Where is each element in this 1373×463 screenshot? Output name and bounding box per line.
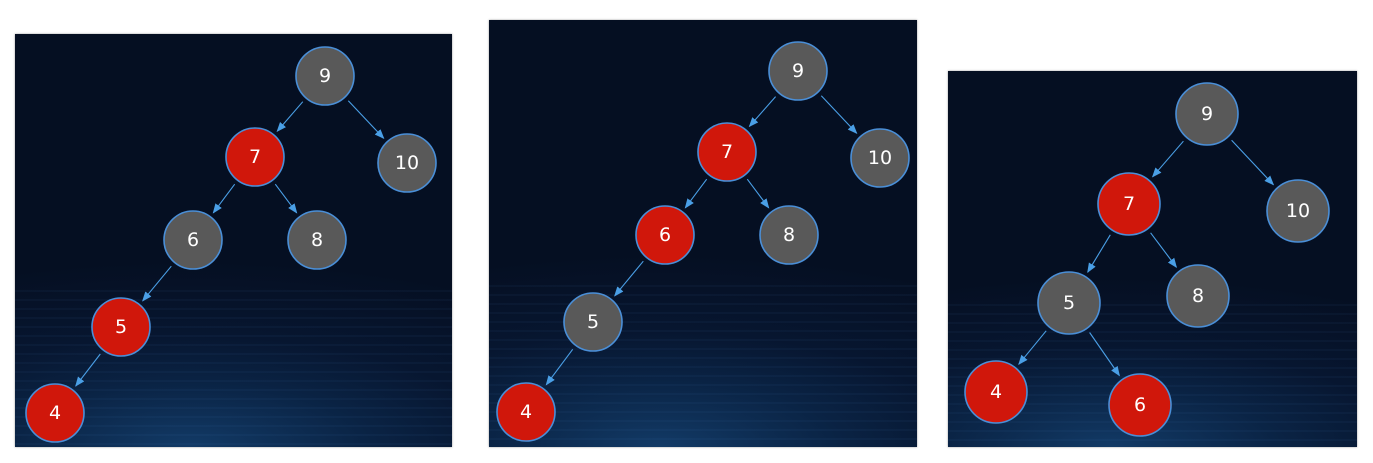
tree-node-10: 10	[850, 128, 910, 188]
tree-node-10: 10	[377, 133, 437, 193]
black-node-circle	[1037, 271, 1101, 335]
tree-node-6: 6	[635, 205, 695, 265]
node-label: 6	[1134, 394, 1146, 416]
node-label: 4	[49, 402, 61, 424]
tree-node-5: 5	[563, 292, 623, 352]
tree-node-4: 4	[496, 382, 556, 442]
edge-9-to-10	[820, 95, 858, 135]
black-node-circle	[1175, 82, 1239, 146]
tree-node-6: 6	[1108, 373, 1172, 437]
tree-node-7: 7	[225, 127, 285, 187]
node-label: 6	[187, 229, 199, 251]
node-label: 7	[249, 146, 261, 168]
tree-node-7: 7	[697, 122, 757, 182]
edge-5-to-4	[75, 353, 101, 387]
edge-6-to-5	[142, 265, 172, 302]
tree-node-9: 9	[295, 46, 355, 106]
edge-7-to-6	[684, 178, 708, 209]
tree-diagram-1: 9 7 10 6 8 5 4	[25, 46, 437, 443]
red-node-circle	[1097, 172, 1161, 236]
edge-5-to-4	[545, 348, 574, 386]
node-label: 4	[520, 401, 532, 423]
tree-diagram-2: 9 7 10 6 8 5 4	[496, 41, 910, 442]
edge-5-to-6	[1089, 332, 1120, 377]
red-node-circle	[496, 382, 556, 442]
black-node-circle	[295, 46, 355, 106]
tree-panel-2: 9 7 10 6 8 5 4	[489, 20, 917, 447]
edge-9-to-7	[276, 101, 304, 133]
black-node-circle	[759, 205, 819, 265]
tree-panel-3: 9 7 10 5 8 4 6	[948, 71, 1357, 447]
red-node-circle	[25, 383, 85, 443]
node-label: 8	[311, 229, 323, 251]
node-label: 7	[721, 141, 733, 163]
black-node-circle	[850, 128, 910, 188]
edge-6-to-5	[614, 260, 644, 297]
black-node-circle	[377, 133, 437, 193]
node-label: 5	[115, 316, 127, 338]
node-label: 4	[990, 381, 1002, 403]
tree-node-8: 8	[1166, 264, 1230, 328]
edge-9-to-7	[1151, 140, 1184, 178]
node-label: 8	[1192, 285, 1204, 307]
black-node-circle	[768, 41, 828, 101]
edge-9-to-10	[1231, 139, 1275, 186]
black-node-circle	[563, 292, 623, 352]
tree-node-7: 7	[1097, 172, 1161, 236]
black-node-circle	[1166, 264, 1230, 328]
edge-7-to-8	[274, 183, 298, 214]
tree-node-5: 5	[1037, 271, 1101, 335]
red-node-circle	[225, 127, 285, 187]
node-label: 5	[1063, 292, 1075, 314]
edge-7-to-5	[1087, 234, 1111, 274]
node-label: 9	[1201, 103, 1213, 125]
node-label: 5	[587, 311, 599, 333]
tree-node-5: 5	[91, 297, 151, 357]
edge-7-to-6	[212, 183, 236, 214]
tree-node-8: 8	[759, 205, 819, 265]
node-label: 9	[319, 65, 331, 87]
node-label: 10	[1286, 200, 1310, 222]
tree-node-9: 9	[768, 41, 828, 101]
black-node-circle	[1266, 179, 1330, 243]
red-node-circle	[697, 122, 757, 182]
tree-node-10: 10	[1266, 179, 1330, 243]
node-label: 6	[659, 224, 671, 246]
red-node-circle	[635, 205, 695, 265]
tree-node-9: 9	[1175, 82, 1239, 146]
node-label: 10	[395, 152, 419, 174]
node-label: 7	[1123, 193, 1135, 215]
red-node-circle	[1108, 373, 1172, 437]
edge-7-to-8	[1150, 232, 1177, 268]
edge-7-to-8	[746, 178, 770, 209]
red-node-circle	[91, 297, 151, 357]
tree-node-4: 4	[964, 360, 1028, 424]
edge-9-to-10	[347, 100, 385, 140]
tree-node-6: 6	[163, 210, 223, 270]
edge-9-to-7	[748, 96, 777, 128]
tree-diagram-3: 9 7 10 5 8 4 6	[964, 82, 1330, 437]
red-node-circle	[964, 360, 1028, 424]
node-label: 10	[868, 147, 892, 169]
node-label: 8	[783, 224, 795, 246]
black-node-circle	[163, 210, 223, 270]
edge-5-to-4	[1018, 330, 1047, 365]
tree-node-8: 8	[287, 210, 347, 270]
tree-node-4: 4	[25, 383, 85, 443]
node-label: 9	[792, 60, 804, 82]
tree-panel-1: 9 7 10 6 8 5 4	[15, 34, 452, 447]
black-node-circle	[287, 210, 347, 270]
